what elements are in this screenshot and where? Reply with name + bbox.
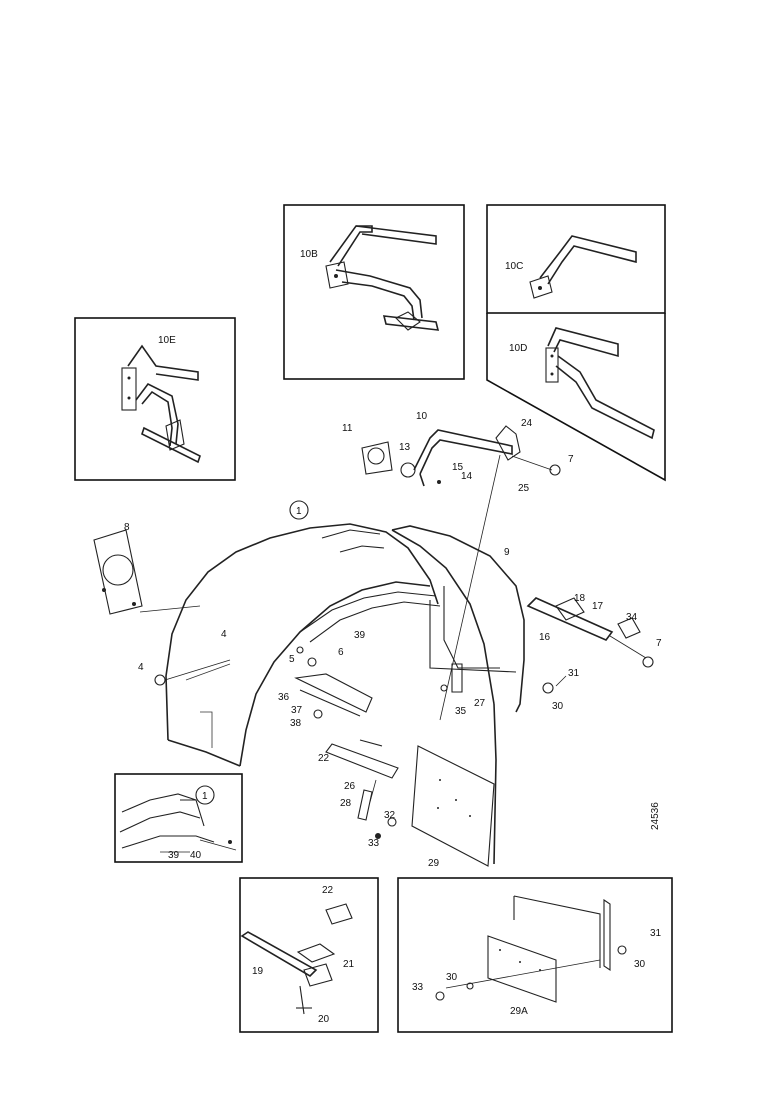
- callout-33a: 33: [368, 838, 380, 849]
- callout-30b: 30: [634, 959, 646, 970]
- callout-10c: 10C: [505, 261, 523, 272]
- callout-18: 18: [574, 593, 586, 604]
- callout-1: 1: [296, 506, 302, 517]
- inset-10b: [283, 204, 465, 380]
- callout-39a: 39: [354, 630, 366, 641]
- callout-10e: 10E: [158, 335, 176, 346]
- callout-10: 10: [416, 411, 428, 422]
- callout-24: 24: [521, 418, 533, 429]
- callout-17: 17: [592, 601, 604, 612]
- callout-28: 28: [340, 798, 352, 809]
- callout-31a: 31: [568, 668, 580, 679]
- callout-33b: 33: [412, 982, 424, 993]
- callout-21: 21: [343, 959, 355, 970]
- callout-29a: 29A: [510, 1006, 528, 1017]
- callout-1-circle: [289, 500, 309, 520]
- callout-39b: 39: [168, 850, 180, 861]
- callout-7a: 7: [568, 454, 574, 465]
- callout-4a: 4: [221, 629, 227, 640]
- callout-14: 14: [461, 471, 473, 482]
- callout-31b: 31: [650, 928, 662, 939]
- callout-32: 32: [384, 810, 396, 821]
- callout-10d: 10D: [509, 343, 527, 354]
- drawing-number: 24536: [650, 802, 661, 830]
- callout-1b: 1: [202, 791, 208, 802]
- callout-4b: 4: [138, 662, 144, 673]
- callout-26: 26: [344, 781, 356, 792]
- callout-10b: 10B: [300, 249, 318, 260]
- inset-39-40: [114, 773, 243, 863]
- callout-25: 25: [518, 483, 530, 494]
- inset-29a: [397, 877, 673, 1033]
- callout-13: 13: [399, 442, 411, 453]
- callout-11: 11: [342, 423, 353, 434]
- inset-19-22: [239, 877, 379, 1033]
- callout-5: 5: [289, 654, 295, 665]
- inset-10c-10d: [486, 204, 666, 482]
- main-assembly: [93, 425, 654, 867]
- callout-15: 15: [452, 462, 464, 473]
- callout-30c: 30: [446, 972, 458, 983]
- callout-22b: 22: [322, 885, 334, 896]
- callout-29: 29: [428, 858, 440, 869]
- callout-38: 38: [290, 718, 302, 729]
- callout-19: 19: [252, 966, 264, 977]
- callout-7b: 7: [656, 638, 662, 649]
- callout-22a: 22: [318, 753, 330, 764]
- callout-20: 20: [318, 1014, 330, 1025]
- callout-27: 27: [474, 698, 486, 709]
- callout-37: 37: [291, 705, 303, 716]
- callout-40: 40: [190, 850, 202, 861]
- callout-9: 9: [504, 547, 510, 558]
- callout-30a: 30: [552, 701, 564, 712]
- callout-35: 35: [455, 706, 467, 717]
- inset-10e: [74, 317, 236, 481]
- callout-1b-circle: [195, 785, 215, 805]
- callout-labels: 10B 10C 10D 10E 10 11 13 15 14 24 25 7 1…: [124, 249, 662, 1025]
- callout-36: 36: [278, 692, 290, 703]
- callout-34: 34: [626, 612, 638, 623]
- callout-8: 8: [124, 522, 130, 533]
- callout-6a: 6: [338, 647, 344, 658]
- callout-16: 16: [539, 632, 551, 643]
